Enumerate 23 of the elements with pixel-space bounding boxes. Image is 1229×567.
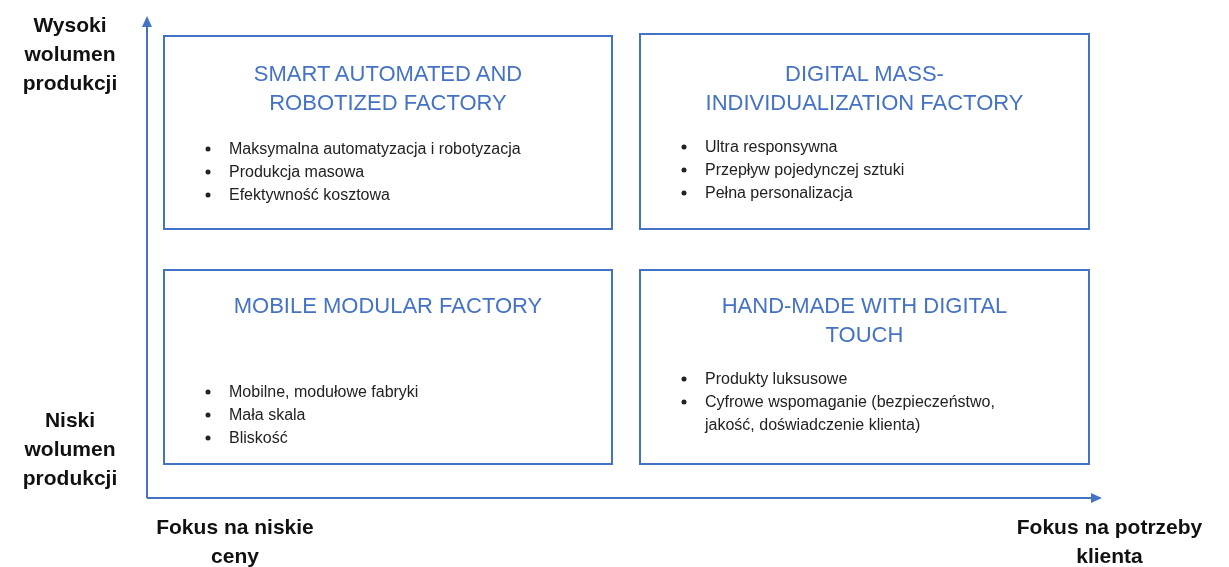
- bullet-item: Maksymalna automatyzacja i robotyzacja: [229, 139, 521, 159]
- bullet-item: Przepływ pojedynczej sztuki: [705, 160, 905, 180]
- quadrant-box: [639, 33, 1090, 230]
- bullet-item: Mała skala: [229, 405, 306, 425]
- quadrant-box: [639, 269, 1090, 465]
- quadrant-title: SMART AUTOMATED AND ROBOTIZED FACTORY: [252, 60, 524, 117]
- quadrant-box: [163, 269, 613, 465]
- axis-label: Fokus na niskie ceny: [155, 514, 315, 567]
- quadrant-box: [163, 35, 613, 230]
- bullet-item: Bliskość: [229, 428, 288, 448]
- bullet-item: Ultra responsywna: [705, 137, 838, 157]
- quadrant-title: HAND-MADE WITH DIGITAL TOUCH: [720, 292, 1009, 349]
- axis-label: Fokus na potrzeby klienta: [1015, 514, 1204, 567]
- bullet-item: Produkcja masowa: [229, 162, 365, 182]
- axis-label: Niski wolumen produkcji: [21, 407, 119, 491]
- quadrant-title: DIGITAL MASS-INDIVIDUALIZATION FACTORY: [704, 60, 1025, 117]
- bullet-item: Cyfrowe wspomaganie (bezpieczeństwo, jakość, doświadczenie klienta): [705, 392, 996, 435]
- bullet-item: Efektywność kosztowa: [229, 185, 390, 205]
- quadrant-title: MOBILE MODULAR FACTORY: [232, 292, 544, 320]
- bullet-item: Produkty luksusowe: [705, 369, 848, 389]
- axis-label: Wysoki wolumen produkcji: [21, 12, 119, 96]
- bullet-item: Mobilne, modułowe fabryki: [229, 382, 419, 402]
- bullet-item: Pełna personalizacja: [705, 183, 853, 203]
